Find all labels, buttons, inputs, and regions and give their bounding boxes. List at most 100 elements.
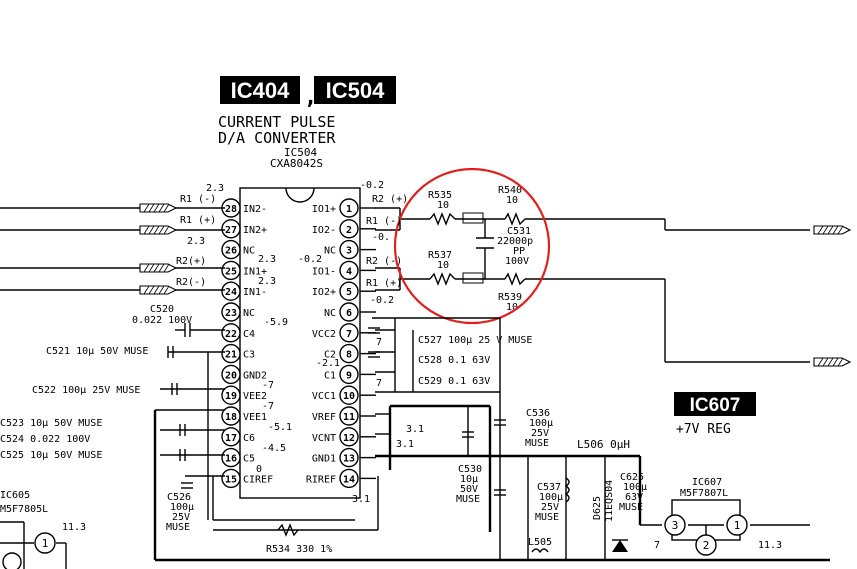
pin-name: GND1 xyxy=(312,454,336,465)
voltage-label: -7 xyxy=(262,401,274,412)
c520-value: 0.022 100V xyxy=(132,315,192,326)
c536-voltage: 25V xyxy=(531,428,549,439)
pin-name: NC xyxy=(324,308,336,319)
ic504-badge-label: IC504 xyxy=(326,78,385,103)
test-points xyxy=(462,212,484,284)
pin-circle xyxy=(339,260,359,281)
arrow-hatch xyxy=(832,357,839,367)
pin-name: NC xyxy=(324,246,336,257)
output-arrow xyxy=(813,357,852,367)
arrow-hatch xyxy=(827,225,834,235)
voltage-label: -4.5 xyxy=(262,443,286,454)
voltage-label: 2.3 xyxy=(187,236,205,247)
pin-name: VCC2 xyxy=(312,329,336,340)
voltage-label: -0.2 xyxy=(298,254,322,265)
resistor-r535 xyxy=(429,212,456,226)
pin-circle xyxy=(339,343,359,364)
pin-number: 7 xyxy=(346,329,352,340)
input-label-r2-plus: R2(+) xyxy=(176,256,206,267)
ic-notch xyxy=(285,187,315,203)
left-wiring xyxy=(153,323,830,562)
chip-ref: IC504 xyxy=(284,146,317,159)
pin-name: VCC1 xyxy=(312,391,336,402)
heading-line1: CURRENT PULSE xyxy=(218,113,335,131)
pin-number: 21 xyxy=(225,350,237,361)
reg-pin-number: 3 xyxy=(672,519,679,532)
ic404-badge xyxy=(220,76,300,104)
pin-circle xyxy=(221,427,241,447)
pin-name: NC xyxy=(243,308,255,319)
c530-voltage: 50V xyxy=(460,484,478,495)
c528-label: C528 0.1 63V xyxy=(418,355,490,366)
diode-d625 xyxy=(612,540,628,552)
pin-number: 26 xyxy=(225,246,237,257)
arrow-hatch xyxy=(817,357,824,367)
pin-circle xyxy=(221,385,241,405)
l505-label: L505 xyxy=(528,537,552,548)
voltage-label: -0.2 xyxy=(370,295,394,306)
arrow-hatch xyxy=(143,225,150,235)
pin-circle xyxy=(339,323,359,343)
pin-name: CIREF xyxy=(243,474,273,485)
reg-part: M5F7807L xyxy=(680,488,728,499)
arrow-hatch xyxy=(148,203,155,213)
pin-number: 20 xyxy=(225,370,237,381)
pin-circle xyxy=(339,385,359,405)
r539-ref: R539 xyxy=(498,292,522,303)
c525-label: C525 10µ 50V MUSE xyxy=(0,450,102,461)
c530-type: MUSE xyxy=(456,494,480,505)
pin-circle xyxy=(221,219,241,239)
arrow-hatch xyxy=(822,357,829,367)
pin-number: 18 xyxy=(225,412,237,423)
c537-voltage: 25V xyxy=(541,502,559,513)
r537-value: 10 xyxy=(437,260,449,271)
c536-ref: C536 xyxy=(526,408,550,419)
resistor-r539 xyxy=(504,272,526,286)
pin-name: C2 xyxy=(324,350,336,361)
chip-part: CXA8042S xyxy=(270,157,323,170)
r534-label: R534 330 1% xyxy=(266,544,332,555)
reg-pin-circle xyxy=(664,514,686,536)
input-arrows xyxy=(139,203,178,295)
c625-ref: C625 xyxy=(620,472,644,483)
heading-line2: D/A CONVERTER xyxy=(218,129,336,147)
arrow-hatch xyxy=(148,285,155,295)
pin-circle xyxy=(339,302,359,322)
inductor-l505 xyxy=(531,548,549,554)
r537-ref: R537 xyxy=(428,250,452,261)
pin-number: 28 xyxy=(225,204,237,215)
arrow-hatch xyxy=(832,225,839,235)
pin-name: C6 xyxy=(243,433,255,444)
ic404-badge-label: IC404 xyxy=(231,78,290,103)
c521-label: C521 10µ 50V MUSE xyxy=(46,346,148,357)
pin-number: 19 xyxy=(225,391,237,402)
voltage-label: 3.1 xyxy=(352,494,370,505)
input-arrow xyxy=(139,203,178,213)
pin-circle xyxy=(339,281,359,301)
pin-circle xyxy=(221,364,241,385)
c527-label: C527 100µ 25 V MUSE xyxy=(418,335,532,346)
c531-ref: C531 xyxy=(507,226,531,237)
pin-number: 25 xyxy=(225,266,237,277)
c530-value: 10µ xyxy=(460,474,478,485)
ic607-badge xyxy=(674,392,756,416)
pin-circle xyxy=(339,406,359,426)
right-wiring xyxy=(372,317,810,560)
pin-circle xyxy=(221,323,241,343)
pin-number: 27 xyxy=(225,225,237,236)
pin-name: VEE2 xyxy=(243,391,267,402)
c537-ref: C537 xyxy=(537,482,561,493)
pin-number: 10 xyxy=(343,391,355,402)
arrow-hatch xyxy=(817,225,824,235)
ic607-badge-label: IC607 xyxy=(690,395,741,416)
c536-type: MUSE xyxy=(525,438,549,449)
l506-label: L506 0µH xyxy=(577,438,630,451)
badge-separator: , xyxy=(304,85,317,110)
left-capacitor-symbols xyxy=(167,346,193,489)
reg-pin-number: 2 xyxy=(703,539,710,552)
input-arrow xyxy=(139,225,178,235)
voltage-label: -7 xyxy=(262,380,274,391)
c625-type: MUSE xyxy=(619,502,643,513)
output-label-r1-minus: R1 (-) xyxy=(366,216,402,227)
